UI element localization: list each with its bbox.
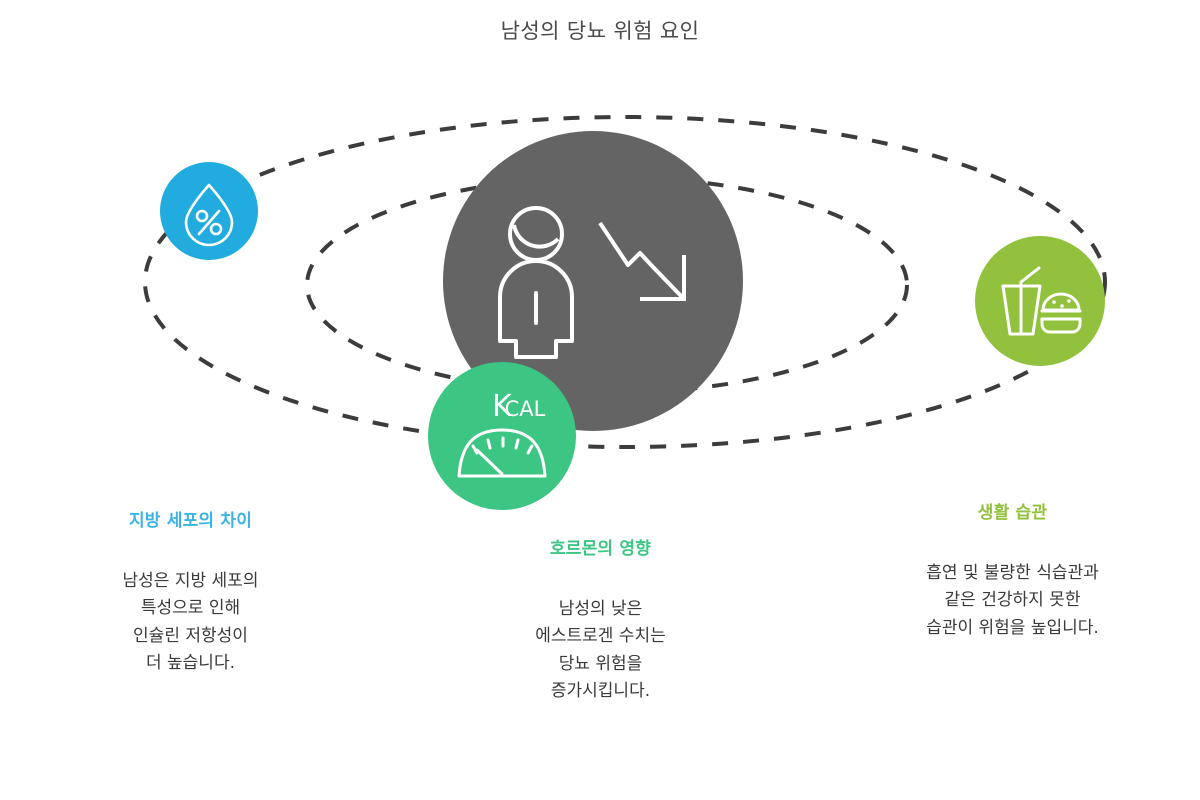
inner-dashed-ellipse <box>305 175 909 395</box>
column-body-lifestyle: 흡연 및 불량한 식습관과 같은 건강하지 못한 습관이 위험을 높입니다. <box>926 562 1099 638</box>
kcal-label: K <box>492 389 513 424</box>
column-heading-fat-cells: 지방 세포의 차이 <box>128 511 253 531</box>
node-lifestyle[interactable] <box>975 236 1105 366</box>
node-hormones[interactable]: K CAL <box>428 362 576 510</box>
column-fat-cells: 지방 세포의 차이 남성은 지방 세포의 특성으로 인해 인슐린 저항성이 더 … <box>18 510 363 678</box>
diagram-stage: K CAL <box>0 90 1200 510</box>
kcal-scale-gauge-icon: K CAL <box>457 389 547 478</box>
column-body-hormones: 남성의 낮은 에스트로겐 수치는 당뇨 위험을 증가시킵니다. <box>535 598 666 702</box>
node-fat-cells[interactable] <box>160 162 258 260</box>
water-drop-percent-icon <box>184 183 234 247</box>
kcal-label-small: CAL <box>505 397 546 421</box>
soda-cup-and-burger-icon <box>1001 266 1082 336</box>
orbit-ellipses <box>143 115 1107 449</box>
column-body-fat-cells: 남성은 지방 세포의 특성으로 인해 인슐린 저항성이 더 높습니다. <box>122 570 259 674</box>
column-heading-lifestyle: 생활 습관 <box>977 503 1048 523</box>
column-lifestyle: 생활 습관 흡연 및 불량한 식습관과 같은 건강하지 못한 습관이 위험을 높… <box>840 502 1185 642</box>
factor-columns: 지방 세포의 차이 남성은 지방 세포의 특성으로 인해 인슐린 저항성이 더 … <box>0 498 1200 798</box>
column-hormones: 호르몬의 영향 남성의 낮은 에스트로겐 수치는 당뇨 위험을 증가시킵니다. <box>428 538 773 706</box>
column-heading-hormones: 호르몬의 영향 <box>549 539 652 559</box>
page-title: 남성의 당뇨 위험 요인 <box>500 19 700 43</box>
person-with-down-arrow-icon <box>498 206 686 359</box>
outer-dashed-ellipse <box>143 115 1107 449</box>
